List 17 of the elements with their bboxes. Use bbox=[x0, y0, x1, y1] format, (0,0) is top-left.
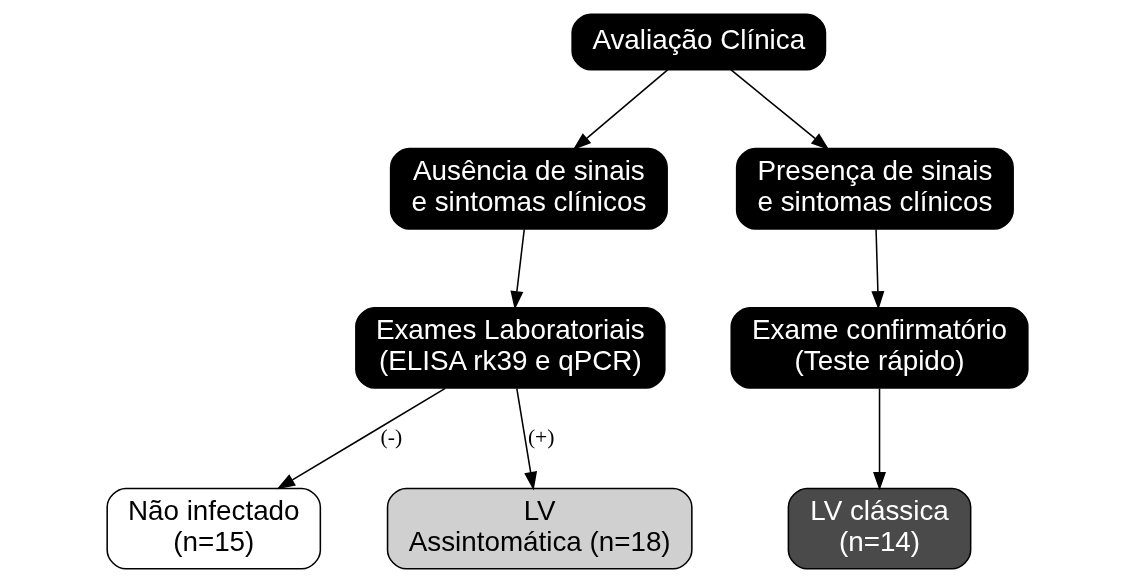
arrow bbox=[509, 228, 525, 310]
node-box: Ausência de sinais e sintomas clínicos bbox=[389, 147, 668, 230]
node-box: Avaliação Clínica bbox=[570, 13, 826, 71]
node-box: LV Assintomática (n=18) bbox=[386, 487, 693, 570]
node-box: Não infectado (n=15) bbox=[105, 487, 321, 570]
edge-label: (+) bbox=[527, 424, 555, 449]
node-box: LV clássica (n=14) bbox=[787, 487, 971, 570]
arrow bbox=[515, 387, 537, 491]
arrow bbox=[870, 228, 884, 310]
arrow bbox=[572, 69, 668, 151]
arrow bbox=[729, 69, 829, 151]
node-box: Exame confirmatório (Teste rápido) bbox=[729, 306, 1029, 389]
node-box: Exames Laboratoriais (ELISA rk39 e qPCR) bbox=[354, 306, 666, 389]
node-box: Presença de sinais e sintomas clínicos bbox=[735, 147, 1014, 230]
arrow bbox=[276, 387, 446, 490]
arrow bbox=[872, 387, 886, 491]
edge-label: (-) bbox=[380, 424, 402, 449]
